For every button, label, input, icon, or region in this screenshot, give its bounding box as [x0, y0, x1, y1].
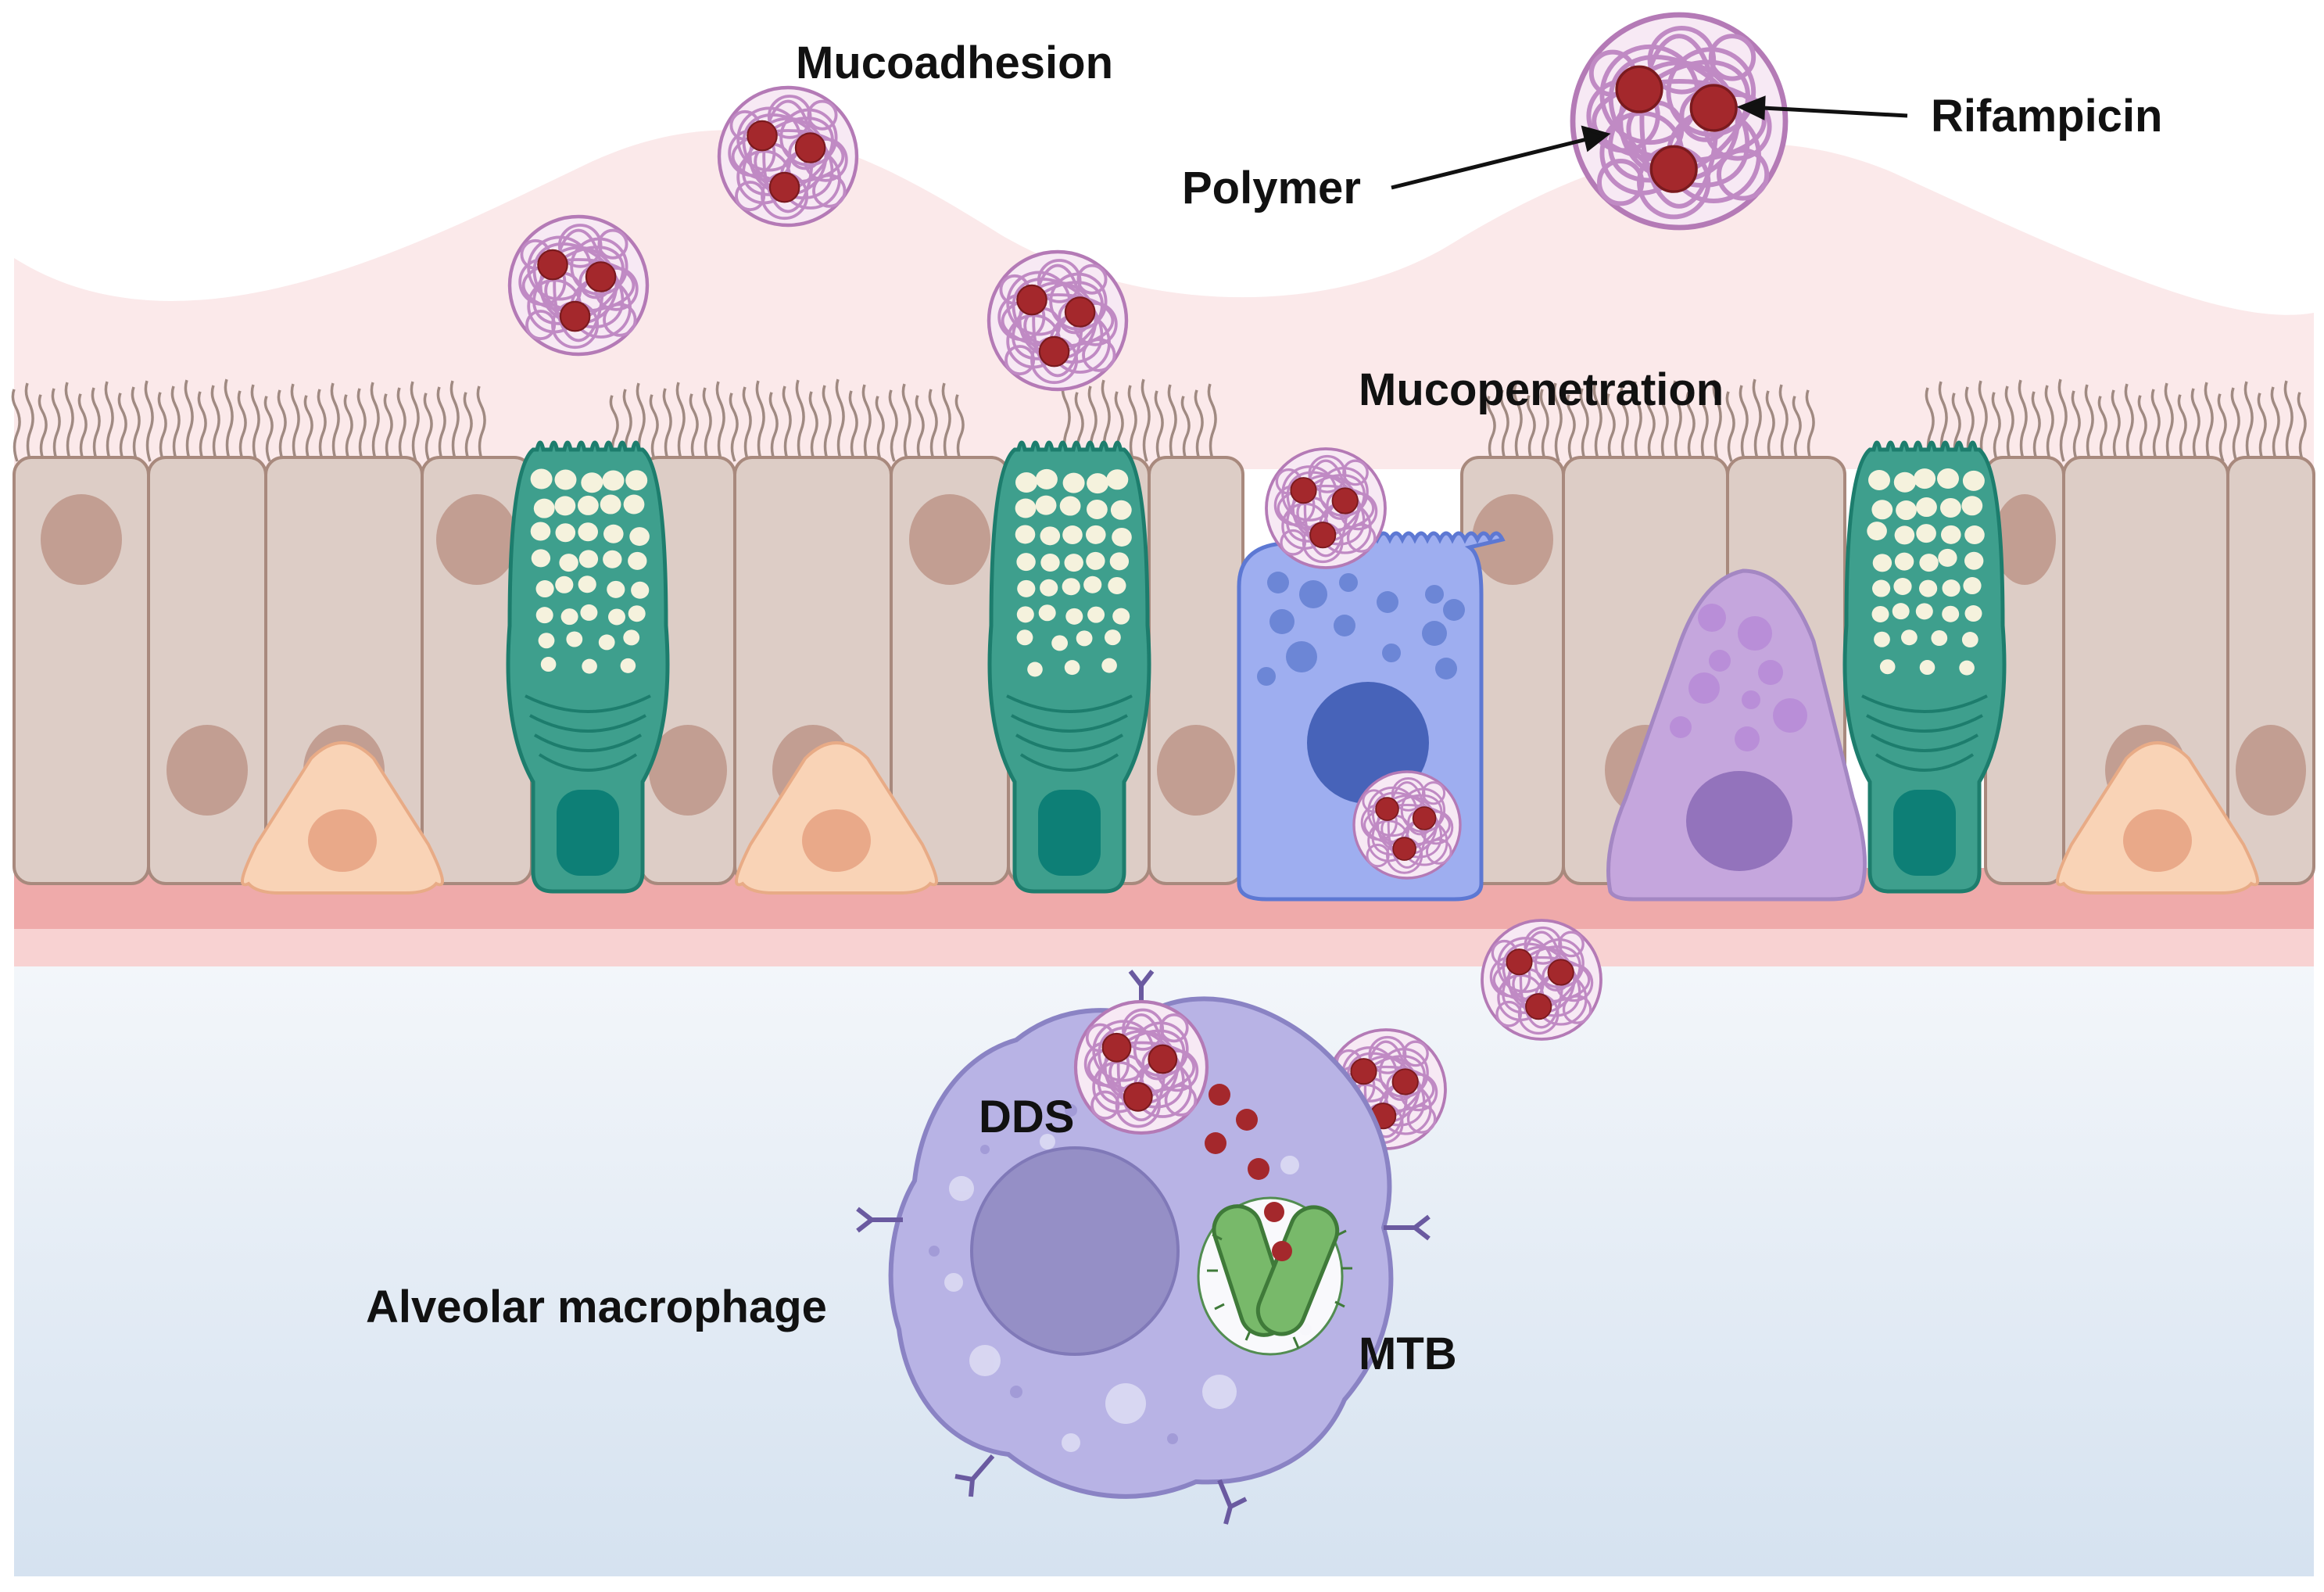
label-alveolar-macrophage: Alveolar macrophage: [366, 1282, 827, 1332]
club-cell: [1606, 568, 1867, 902]
polymer-nanoparticle-in-macrophage: [1076, 1002, 1207, 1133]
alveolar-macrophage: [856, 970, 1431, 1525]
basal-cell: [2056, 741, 2259, 895]
polymer-nanoparticle: [1265, 447, 1387, 569]
goblet-cell: [987, 440, 1151, 894]
label-mucopenetration: Mucopenetration: [1359, 364, 1724, 415]
label-polymer: Polymer: [1182, 163, 1361, 213]
polymer-nanoparticle: [989, 252, 1126, 389]
polymer-nanoparticle: [510, 217, 647, 354]
polymer-nanoparticle: [719, 88, 857, 225]
polymer-nanoparticle-legend: [1573, 15, 1785, 228]
label-mtb: MTB: [1359, 1328, 1457, 1379]
label-rifampicin: Rifampicin: [1931, 91, 2163, 142]
released-rifampicin: [1205, 1084, 1292, 1261]
basal-cell: [241, 741, 444, 895]
goblet-cells: [506, 440, 2007, 894]
phagosome: [1197, 1196, 1352, 1356]
goblet-cell: [1842, 440, 2007, 894]
polymer-nanoparticle: [1352, 770, 1462, 880]
label-dds: DDS: [979, 1092, 1075, 1142]
mucus-layer: [14, 130, 2314, 469]
epithelium: [13, 440, 2315, 902]
ciliated-cell: [1148, 456, 1244, 885]
ciliated-cell: [1460, 456, 1565, 885]
ciliated-cell: [2226, 456, 2315, 885]
polymer-nanoparticle: [1481, 919, 1602, 1041]
basal-cell: [735, 741, 938, 895]
goblet-cell: [506, 440, 670, 894]
label-mucoadhesion: Mucoadhesion: [796, 38, 1114, 88]
label-arrows: [1391, 95, 1908, 190]
ciliated-cell: [1984, 456, 2065, 885]
ciliated-cell: [13, 456, 150, 885]
ciliated-cell: [421, 456, 533, 885]
ciliated-cell: [147, 456, 267, 885]
lamina-propria: [14, 929, 2314, 966]
basal-cells: [241, 741, 2259, 895]
receptors: [856, 970, 1431, 1525]
mtb-bacterium: [1207, 1204, 1352, 1349]
